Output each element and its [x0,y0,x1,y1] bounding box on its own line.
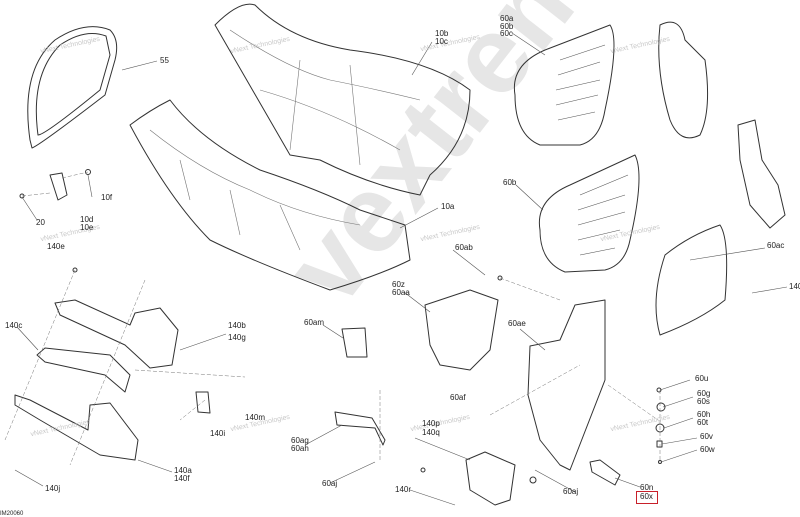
callout-60ac[interactable]: 60ac [767,241,785,250]
part-140a-cover [14,394,139,461]
callout-10f[interactable]: 10f [101,193,113,202]
callout-60c[interactable]: 60c [500,29,513,38]
callout-60v[interactable]: 60v [700,432,713,441]
callout-10d[interactable]: 10d [80,215,94,224]
callout-10c[interactable]: 10c [435,37,448,46]
part-140c-handle [36,347,131,393]
callout-60ag[interactable]: 60ag [291,436,309,445]
callout-140q[interactable]: 140q [422,428,440,437]
callout-60h[interactable]: 60h [697,410,711,419]
callout-60b-top[interactable]: 60b [500,22,514,31]
part-60z-bracket [424,289,499,371]
callout-60u[interactable]: 60u [695,374,709,383]
part-10d-latch [49,172,68,201]
part-60ag-rail [334,411,386,446]
part-60a-backrest [513,24,615,146]
callout-140a[interactable]: 140a [174,466,192,475]
callout-60w[interactable]: 60w [700,445,715,454]
callout-60g[interactable]: 60g [697,389,711,398]
part-backrest-cover [658,21,709,139]
callout-60z[interactable]: 60z [392,280,405,289]
callout-60am[interactable]: 60am [304,318,325,327]
callout-60s[interactable]: 60s [697,397,710,406]
callout-60x[interactable]: 60x [640,492,653,501]
part-140p-cover [465,451,516,506]
callout-140c[interactable]: 140c [5,321,23,330]
part-60b-backrest [538,154,640,273]
callout-140p[interactable]: 140p [422,419,440,428]
part-10a-seat-base [129,99,411,291]
callout-60aa[interactable]: 60aa [392,288,410,297]
callout-10a[interactable]: 10a [441,202,455,211]
callout-10e[interactable]: 10e [80,223,94,232]
callout-60aj[interactable]: 60aj [322,479,338,488]
callout-10b[interactable]: 10b [435,29,449,38]
callout-60t[interactable]: 60t [697,418,709,427]
callout-140r[interactable]: 140r [395,485,412,494]
callout-140[interactable]: 140 [789,282,800,291]
callout-140m[interactable]: 140m [245,413,266,422]
callout-60ah[interactable]: 60ah [291,444,309,453]
callout-60b[interactable]: 60b [503,178,517,187]
part-60ac-panel [655,224,728,336]
callout-60af[interactable]: 60af [450,393,466,402]
callout-140e[interactable]: 140e [47,242,65,251]
callout-60ab[interactable]: 60ab [455,243,473,252]
part-55-frame [27,26,118,149]
callout-140j[interactable]: 140j [45,484,61,493]
callout-60n[interactable]: 60n [640,483,654,492]
part-60ae-bracket [527,299,606,471]
part-60n-light [589,459,621,486]
callout-55[interactable]: 55 [160,56,169,65]
callout-140f[interactable]: 140f [174,474,190,483]
highlight-box [636,491,658,504]
callout-60a[interactable]: 60a [500,14,514,23]
callout-20[interactable]: 20 [36,218,45,227]
part-bracket-right [737,119,786,229]
diagram-id: IM20060 [0,511,24,517]
callout-60aj-2[interactable]: 60aj [563,487,579,496]
part-140b-rail [54,299,179,369]
callout-60ae[interactable]: 60ae [508,319,526,328]
part-seat-top [214,3,471,196]
part-140m-clip [195,391,211,414]
callout-140i[interactable]: 140i [210,429,226,438]
part-60am-sticker [341,327,368,358]
callout-140g[interactable]: 140g [228,333,246,342]
callout-140b[interactable]: 140b [228,321,246,330]
